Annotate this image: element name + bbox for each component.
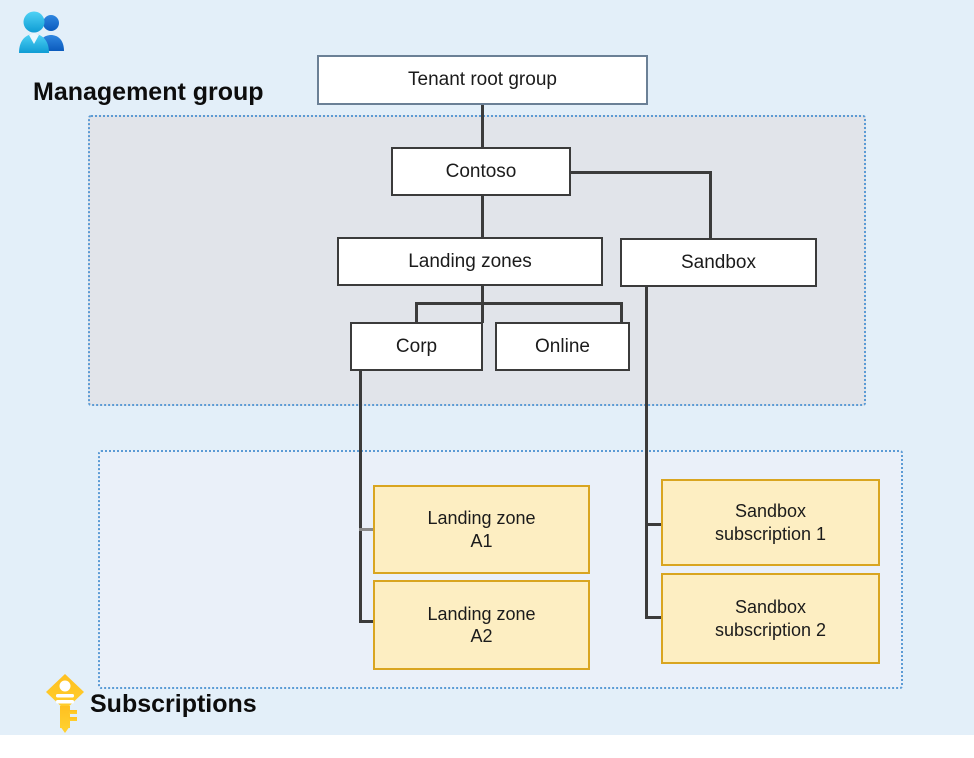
node-label: Online bbox=[535, 335, 590, 357]
edge-landing-zones-to-corp bbox=[415, 302, 418, 324]
edge-sandbox-to-sandbox-subscription-1 bbox=[645, 523, 665, 526]
management-group-legend-label: Management group bbox=[33, 78, 264, 106]
subscriptions-legend-label: Subscriptions bbox=[90, 690, 257, 718]
edge-landing-zones-to-online bbox=[620, 302, 623, 324]
node-landing-zone-a1[interactable]: Landing zone A1 bbox=[373, 485, 590, 574]
edge-tenant-root-group-to-contoso bbox=[481, 104, 484, 149]
node-label-line-1: Sandbox bbox=[734, 597, 807, 617]
key-icon bbox=[42, 672, 88, 739]
node-online[interactable]: Online bbox=[495, 322, 630, 371]
node-label-line-2: subscription 2 bbox=[714, 619, 827, 640]
edge-sandbox-to-sandbox-subscription-2 bbox=[645, 616, 665, 619]
node-label-line-1: Landing zone bbox=[427, 603, 536, 624]
node-label-line-1: Sandbox bbox=[734, 501, 807, 521]
node-label: Tenant root group bbox=[408, 69, 557, 91]
edge-landing-zones-children-bar bbox=[415, 302, 623, 305]
edge-sandbox-drop bbox=[645, 285, 648, 618]
node-contoso[interactable]: Contoso bbox=[391, 147, 571, 196]
edge-corp-to-landing-zone-a1 bbox=[359, 528, 377, 531]
people-icon bbox=[18, 10, 68, 60]
edge-contoso-to-landing-zones bbox=[481, 194, 484, 240]
node-sandbox-subscription-2[interactable]: Sandbox subscription 2 bbox=[661, 573, 880, 664]
node-label: Landing zones bbox=[408, 250, 532, 272]
node-sandbox[interactable]: Sandbox bbox=[620, 238, 817, 287]
edge-corp-to-landing-zone-a2 bbox=[359, 620, 377, 623]
node-label: Sandbox bbox=[680, 251, 756, 273]
edge-contoso-to-sandbox-horizontal bbox=[569, 171, 712, 174]
node-label-line-1: Landing zone bbox=[427, 508, 536, 528]
node-label: Contoso bbox=[445, 160, 517, 182]
node-landing-zone-a2[interactable]: Landing zone A2 bbox=[373, 580, 590, 670]
node-label-line-2: A2 bbox=[470, 626, 493, 646]
node-label-line-2: A1 bbox=[470, 530, 493, 551]
edge-contoso-to-sandbox-vertical bbox=[709, 171, 712, 240]
node-label: Corp bbox=[395, 335, 438, 357]
node-sandbox-subscription-1[interactable]: Sandbox subscription 1 bbox=[661, 479, 880, 566]
node-tenant-root-group[interactable]: Tenant root group bbox=[317, 55, 648, 105]
node-corp[interactable]: Corp bbox=[350, 322, 483, 371]
edge-corp-drop bbox=[359, 369, 362, 622]
node-landing-zones[interactable]: Landing zones bbox=[337, 237, 603, 286]
node-label-line-2: subscription 1 bbox=[714, 523, 827, 544]
